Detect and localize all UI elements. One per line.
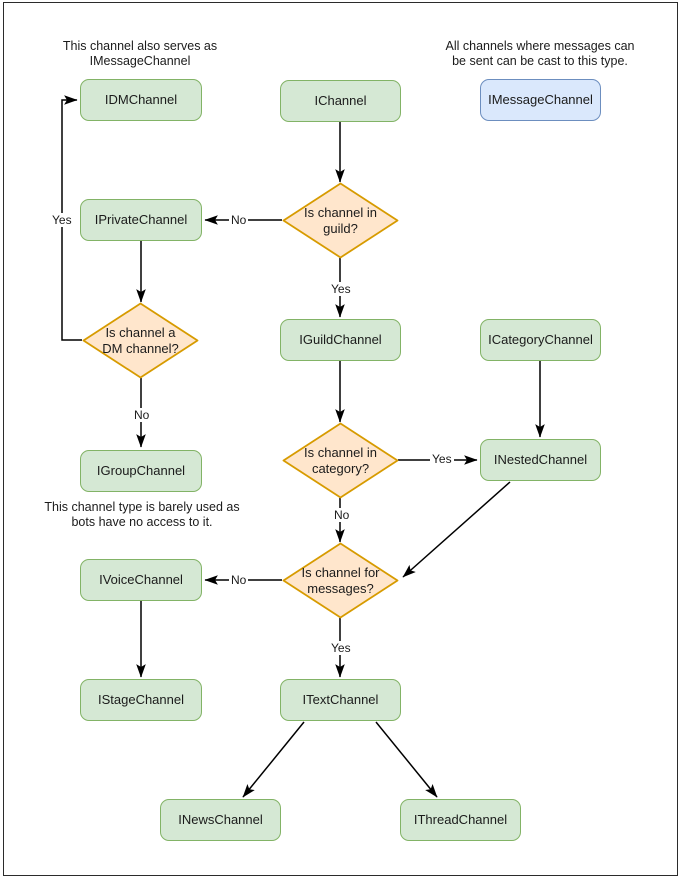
node-inested-channel[interactable]: INestedChannel — [480, 439, 601, 481]
edge-label-no-messages: No — [229, 573, 249, 587]
node-idm-channel[interactable]: IDMChannel — [80, 79, 202, 121]
decision-label: Is channel in category? — [304, 444, 377, 476]
decision-label: Is channel for messages? — [301, 564, 380, 596]
edge-label-yes-dm: Yes — [50, 213, 74, 227]
decision-is-channel-a-dm-channel[interactable]: Is channel a DM channel? — [82, 302, 199, 379]
edge-inested-to-q-messages — [402, 481, 511, 578]
node-itext-channel[interactable]: ITextChannel — [280, 679, 401, 721]
edge-label-yes-category: Yes — [430, 452, 454, 466]
decision-is-channel-for-messages[interactable]: Is channel for messages? — [282, 542, 399, 619]
node-ivoice-channel[interactable]: IVoiceChannel — [80, 559, 202, 601]
edge-itext-to-inews — [242, 721, 305, 798]
edge-label-no-category: No — [332, 508, 352, 522]
node-ichannel[interactable]: IChannel — [280, 80, 401, 122]
edge-label-no-guild: No — [229, 213, 249, 227]
note-group-channel: This channel type is barely used as bots… — [44, 500, 240, 529]
node-inews-channel[interactable]: INewsChannel — [160, 799, 281, 841]
edge-itext-to-ithread — [375, 721, 438, 798]
diamond-shape — [282, 182, 399, 259]
node-igroup-channel[interactable]: IGroupChannel — [80, 450, 202, 492]
edge-label-no-dm: No — [132, 408, 152, 422]
decision-is-channel-in-guild[interactable]: Is channel in guild? — [282, 182, 399, 259]
note-message-channel: All channels where messages can be sent … — [445, 39, 635, 68]
diamond-shape — [282, 542, 399, 619]
node-iguild-channel[interactable]: IGuildChannel — [280, 319, 401, 361]
decision-is-channel-in-category[interactable]: Is channel in category? — [282, 422, 399, 499]
edge-label-yes-messages: Yes — [329, 641, 353, 655]
node-ithread-channel[interactable]: IThreadChannel — [400, 799, 521, 841]
node-iprivate-channel[interactable]: IPrivateChannel — [80, 199, 202, 241]
decision-label: Is channel in guild? — [304, 204, 377, 236]
note-dm-channel: This channel also serves as IMessageChan… — [62, 39, 218, 68]
diamond-shape — [82, 302, 199, 379]
diamond-shape — [282, 422, 399, 499]
node-icategory-channel[interactable]: ICategoryChannel — [480, 319, 601, 361]
node-istage-channel[interactable]: IStageChannel — [80, 679, 202, 721]
node-imessage-channel[interactable]: IMessageChannel — [480, 79, 601, 121]
decision-label: Is channel a DM channel? — [102, 324, 179, 356]
edge-label-yes-guild: Yes — [329, 282, 353, 296]
